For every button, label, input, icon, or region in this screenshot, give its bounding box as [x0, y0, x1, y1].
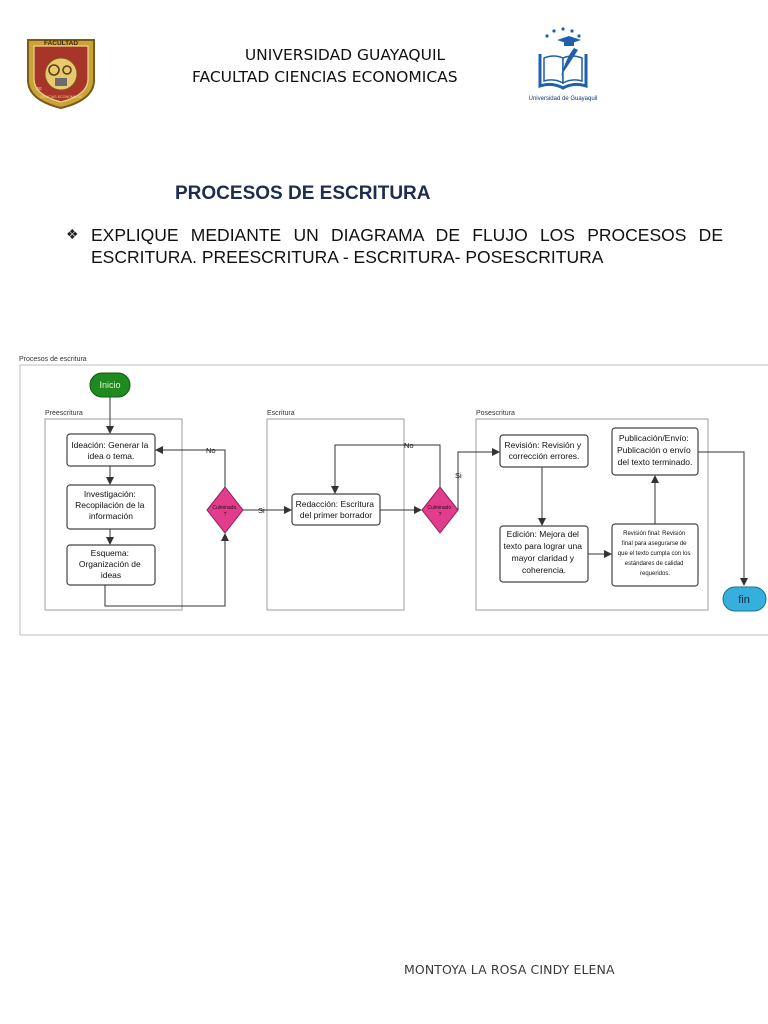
- university-name: UNIVERSIDAD GUAYAQUIL: [244, 46, 446, 64]
- edicion-line-1: Edición: Mejora del: [507, 529, 579, 539]
- revision-final-line-5: requeridos.: [640, 571, 670, 577]
- esquema-line-3: ideas: [101, 570, 121, 580]
- revision-line-2: corrección errores.: [509, 451, 580, 461]
- decision1-line-2: ?: [224, 512, 227, 518]
- investigacion-line-3: información: [89, 511, 133, 521]
- ideacion-line-1: Ideación: Generar la: [71, 440, 148, 450]
- svg-text:Culminado ?: Culminado ?: [427, 505, 452, 518]
- university-logo: [528, 24, 598, 108]
- crest-text-left: DE: [36, 86, 42, 91]
- lane-label-escritura: Escritura: [267, 410, 295, 417]
- university-logo-caption: Universidad de Guayaquil: [528, 96, 598, 102]
- label-si-1: Si: [258, 506, 265, 515]
- end-label: fin: [738, 594, 750, 606]
- writing-process-flowchart: Procesos de escritura Preescritura Escri…: [18, 353, 768, 638]
- decision-culminado-2: [421, 486, 459, 534]
- svg-text:Esquema: Organización de: Esquema: Organización de ideas: [79, 548, 143, 580]
- decision2-line-2: ?: [439, 512, 442, 518]
- redaccion-line-2: del primer borrador: [300, 510, 372, 520]
- step-investigacion: [66, 484, 156, 530]
- svg-text:Revisión: Revisión y cor: Revisión: Revisión y corrección errores.: [505, 440, 584, 461]
- revision-final-line-1: Revisión final: Revisión: [623, 531, 685, 537]
- edicion-line-3: mayor claridad y: [512, 553, 575, 563]
- svg-text:Investigación: Recopilac: Investigación: Recopilación de la inform…: [75, 489, 147, 521]
- investigacion-line-2: Recopilación de la: [75, 500, 145, 510]
- diagram-title: Procesos de escritura: [19, 356, 87, 363]
- step-revision: [499, 434, 589, 468]
- crest-text-top: FACULTAD: [44, 40, 78, 47]
- label-no-1: No: [206, 446, 216, 455]
- start-label: Inicio: [99, 380, 120, 390]
- svg-text:Revisión final: Revisión: Revisión final: Revisión final para aseg…: [618, 531, 692, 577]
- svg-text:Edición: Mejora del text: Edición: Mejora del texto para lograr un…: [504, 529, 585, 575]
- publicacion-line-2: Publicación o envío: [617, 445, 691, 455]
- svg-text:Redacción: Escritura del: Redacción: Escritura del primer borrador: [296, 499, 377, 520]
- lane-escritura: [266, 418, 405, 611]
- step-esquema: [66, 544, 156, 586]
- publicacion-line-3: del texto terminado.: [618, 457, 693, 467]
- faculty-name: FACULTAD CIENCIAS ECONOMICAS: [192, 68, 458, 86]
- university-book-quill-icon: [538, 27, 588, 90]
- esquema-line-1: Esquema:: [91, 548, 129, 558]
- decision-culminado-1: [206, 486, 244, 534]
- revision-line-1: Revisión: Revisión y: [505, 440, 582, 450]
- redaccion-line-1: Redacción: Escritura: [296, 499, 375, 509]
- end-node: [722, 586, 767, 612]
- label-no-2: No: [404, 441, 414, 450]
- edicion-line-4: coherencia.: [522, 565, 566, 575]
- investigacion-line-1: Investigación:: [84, 489, 136, 499]
- svg-text:Culminado ?: Culminado ?: [212, 505, 237, 518]
- svg-text:Ideación: Generar la ide: Ideación: Generar la idea o tema.: [71, 440, 150, 461]
- revision-final-line-3: que el texto cumpla con los: [618, 551, 691, 557]
- faculty-crest-icon: FACULTAD DE CIENCIAS ECONOMICAS: [27, 39, 95, 110]
- lane-label-posescritura: Posescritura: [476, 410, 515, 417]
- svg-text:Publicación/Envío: Publi: Publicación/Envío: Publicación o envío d…: [617, 433, 693, 467]
- ideacion-line-2: idea o tema.: [88, 451, 135, 461]
- label-si-2: Si: [455, 471, 462, 480]
- crest-text-ring: CIENCIAS ECONOMICAS: [40, 95, 83, 99]
- lane-posescritura: [475, 418, 709, 611]
- revision-final-line-2: final para asegurarse de: [622, 541, 687, 547]
- publicacion-line-1: Publicación/Envío:: [619, 433, 689, 443]
- author-name: MONTOYA LA ROSA CINDY ELENA: [404, 962, 615, 977]
- esquema-line-2: Organización de: [79, 559, 141, 569]
- decision1-line-1: Culminado: [212, 505, 236, 511]
- diamond-bullet-icon: ❖: [66, 226, 79, 242]
- faculty-crest-logo: FACULTAD DE CIENCIAS ECONOMICAS: [22, 34, 100, 110]
- edicion-line-2: texto para lograr una: [504, 541, 583, 551]
- instruction-text: EXPLIQUE MEDIANTE UN DIAGRAMA DE FLUJO L…: [91, 225, 723, 267]
- decision2-line-1: Culminado: [427, 505, 451, 511]
- section-title: PROCESOS DE ESCRITURA: [175, 183, 431, 204]
- lane-preescritura: [44, 418, 183, 611]
- revision-final-line-4: estándares de calidad: [625, 561, 684, 567]
- step-ideacion: [66, 433, 156, 467]
- lane-label-preescritura: Preescritura: [45, 410, 83, 417]
